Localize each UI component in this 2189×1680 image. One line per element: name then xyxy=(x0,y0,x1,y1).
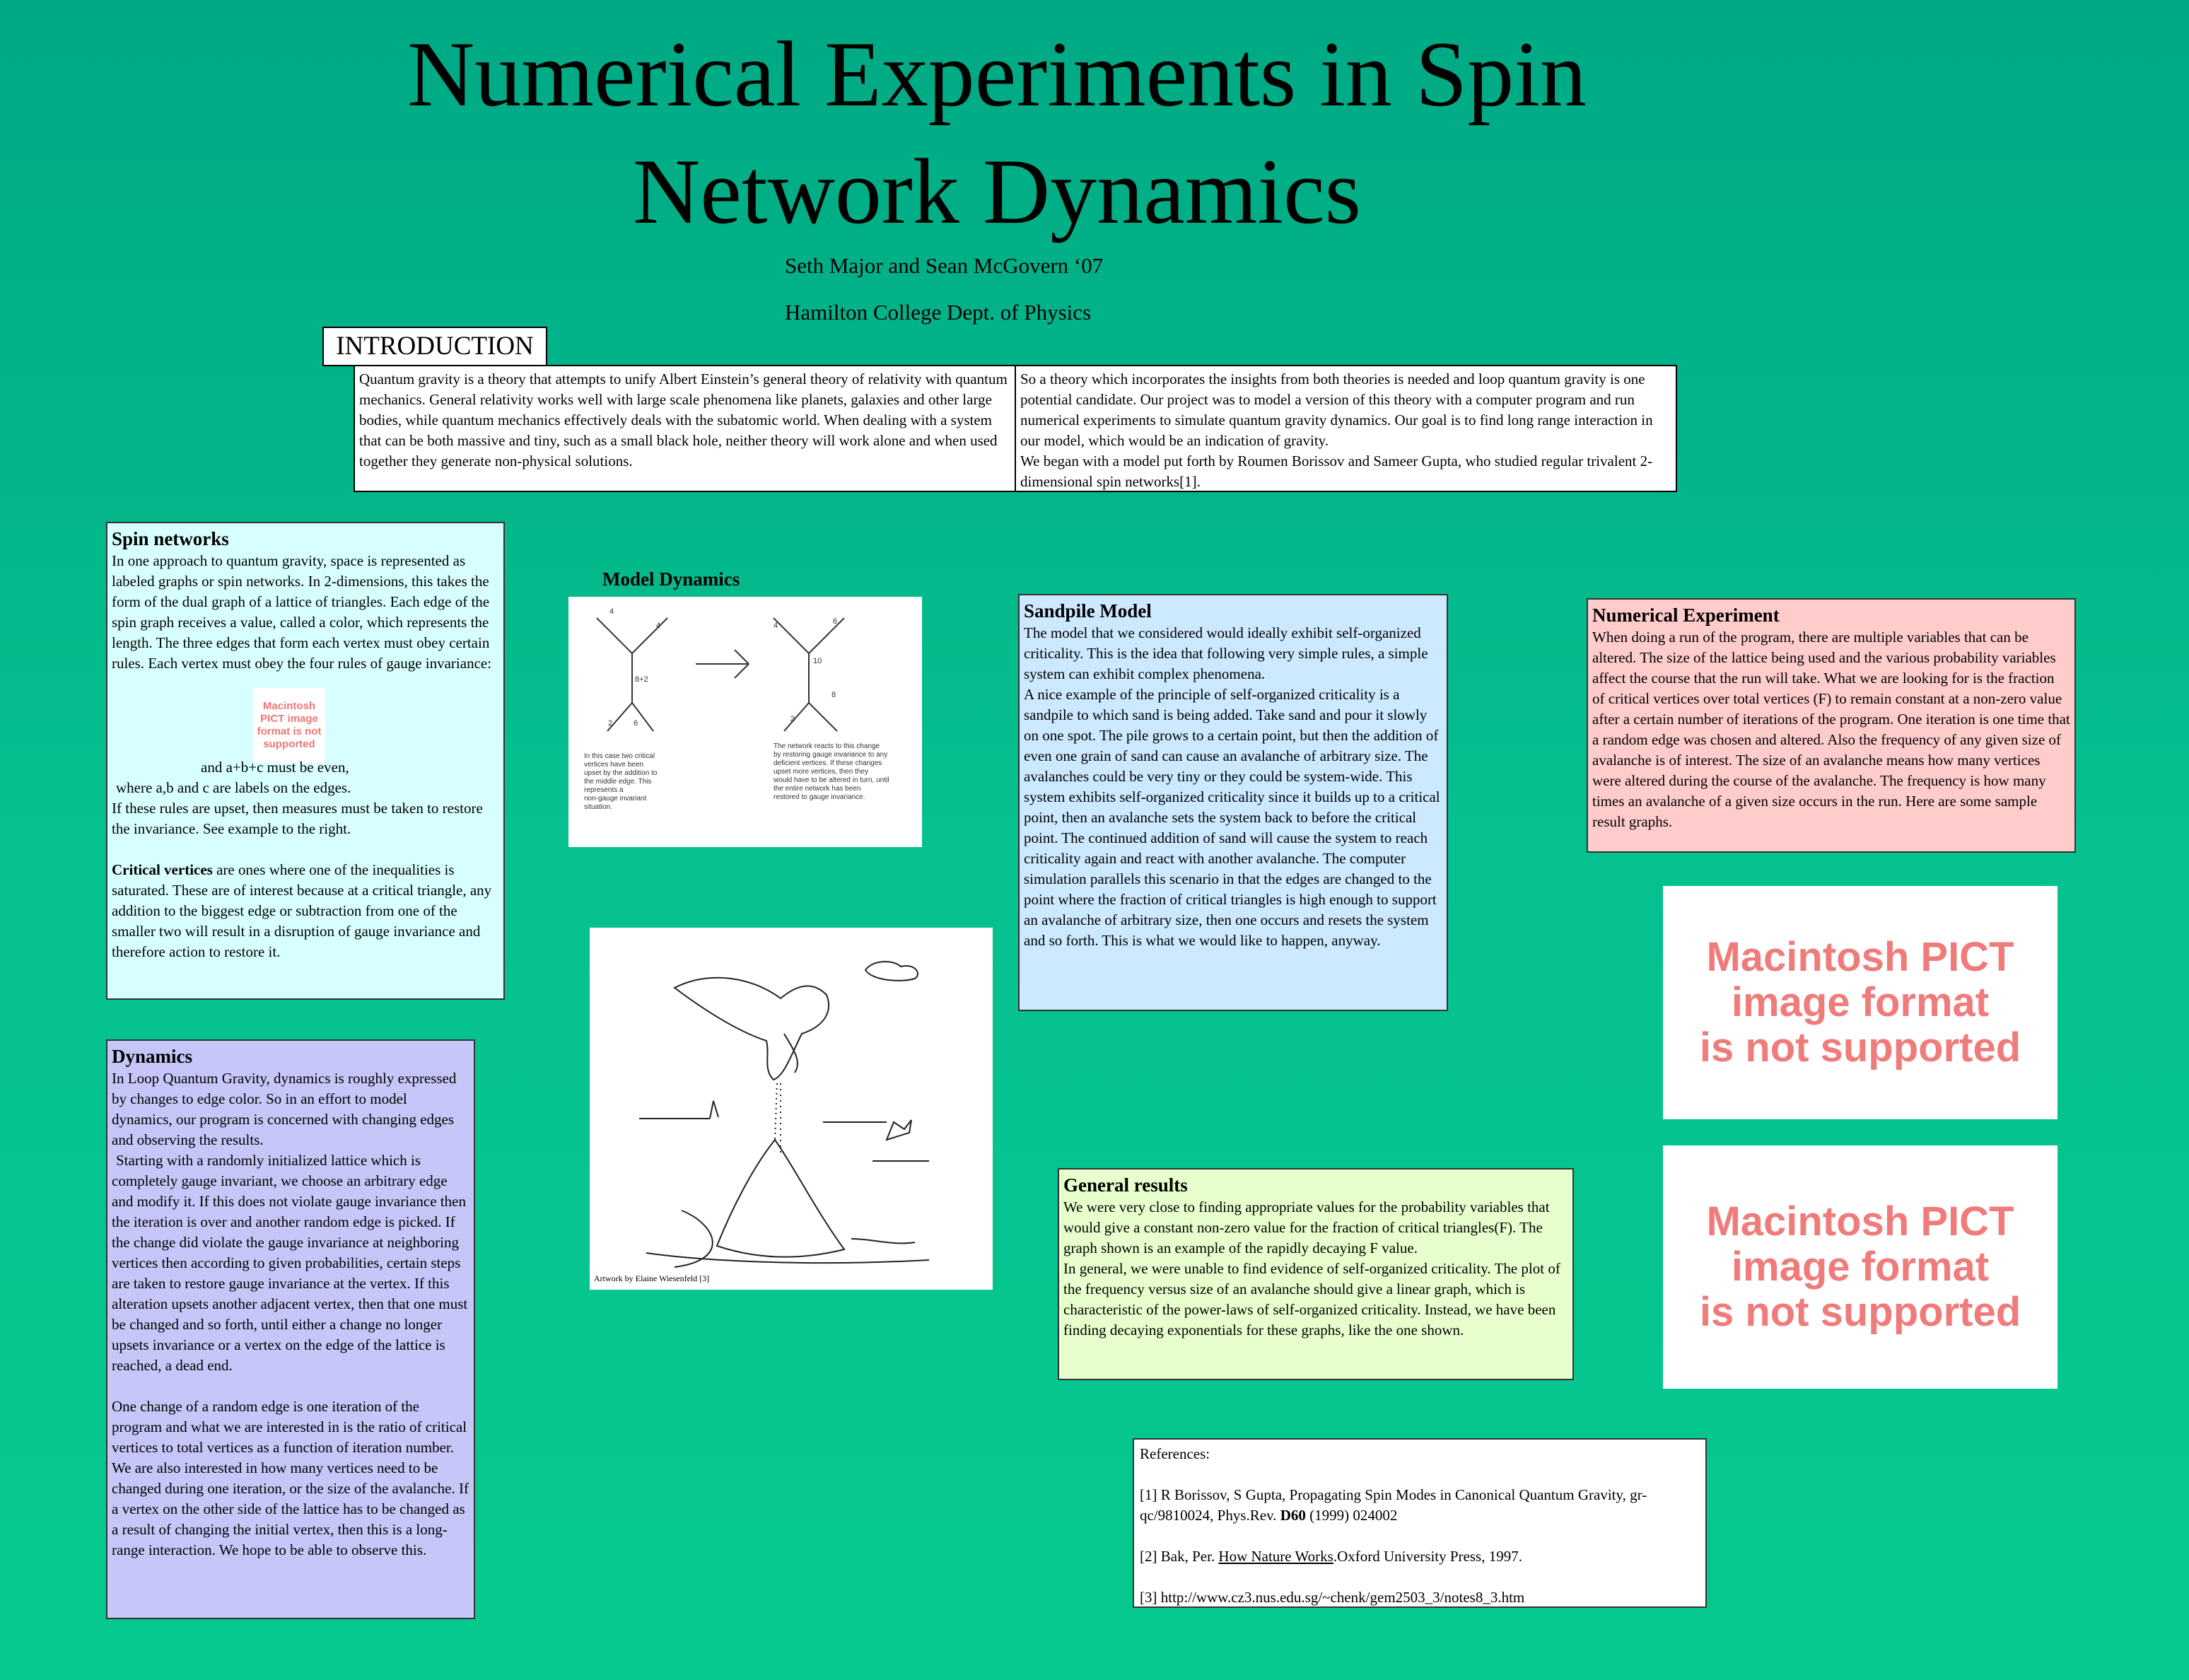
right-caption-3: deficient vertices. If these changes xyxy=(774,759,882,767)
reference-1-b: (1999) 024002 xyxy=(1305,1507,1398,1524)
right-edge-label-4: 8 xyxy=(831,691,836,699)
model-dynamics-diagram: 4 4 8+2 2 6 4 6 10 8 2 In this case two … xyxy=(584,607,889,811)
pict-placeholder-2: Macintosh PICT image format is not suppo… xyxy=(1663,1145,2057,1389)
left-edge-label-3: 8+2 xyxy=(635,675,648,684)
left-edge-label-2: 4 xyxy=(656,622,660,630)
right-caption-5: would have to be altered in turn, until xyxy=(773,776,889,784)
references-panel: References: [1] R Borissov, S Gupta, Pro… xyxy=(1133,1438,1707,1608)
dynamics-panel: Dynamics In Loop Quantum Gravity, dynami… xyxy=(106,1039,475,1619)
pict1-line2: image format xyxy=(1731,979,1990,1025)
references-heading: References: xyxy=(1140,1445,1210,1462)
dynamics-heading: Dynamics xyxy=(112,1046,192,1067)
reference-2-a: [2] Bak, Per. xyxy=(1140,1548,1219,1565)
critical-vertices-term: Critical vertices xyxy=(112,861,213,878)
left-edge-label-1: 4 xyxy=(609,607,614,616)
pict2-line3: is not supported xyxy=(1699,1289,2021,1335)
authors: Seth Major and Sean McGovern ‘07 xyxy=(785,253,1104,278)
right-edge-label-2: 6 xyxy=(833,617,837,626)
left-caption-1: In this case two critical xyxy=(584,752,655,760)
right-caption-6: the entire network has been xyxy=(774,785,860,793)
intro-box: Quantum gravity is a theory that attempt… xyxy=(354,365,1677,492)
reference-1: [1] R Borissov, S Gupta, Propagating Spi… xyxy=(1140,1485,1700,1526)
right-caption-4: upset more vertices, then they xyxy=(774,768,868,776)
left-caption-4: the middle edge. This xyxy=(584,778,651,786)
right-caption-1: The network reacts to this change xyxy=(774,742,880,750)
poster-title: Numerical Experiments in Spin Network Dy… xyxy=(0,16,1994,250)
dynamics-p1: In Loop Quantum Gravity, dynamics is rou… xyxy=(112,1070,457,1148)
dynamics-p3: One change of a random edge is one itera… xyxy=(112,1398,469,1558)
left-caption-2: vertices have been xyxy=(584,761,643,769)
title-line-2: Network Dynamics xyxy=(632,139,1362,243)
general-heading: General results xyxy=(1063,1174,1188,1196)
intro-col-2-p1: So a theory which incorporates the insig… xyxy=(1020,371,1653,449)
left-caption-6: non-gauge invariant xyxy=(584,795,647,803)
spin-p1: In one approach to quantum gravity, spac… xyxy=(112,552,492,672)
sandpile-panel: Sandpile Model The model that we conside… xyxy=(1018,594,1448,1011)
spin-networks-heading: Spin networks xyxy=(112,528,229,549)
left-caption-5: represents a xyxy=(584,786,624,794)
reference-1-a: [1] R Borissov, S Gupta, Propagating Spi… xyxy=(1140,1486,1647,1524)
reference-2-b: .Oxford University Press, 1997. xyxy=(1333,1548,1522,1565)
intro-col-2-p2: We began with a model put forth by Roume… xyxy=(1020,453,1653,490)
numerical-heading: Numerical Experiment xyxy=(1592,605,1780,626)
pict-placeholder-1: Macintosh PICT image format is not suppo… xyxy=(1663,886,2057,1119)
pict1-line3: is not supported xyxy=(1699,1025,2021,1071)
numerical-p1: When doing a run of the program, there a… xyxy=(1592,629,2070,830)
artwork-caption: Artwork by Elaine Wiesenfeld [3] xyxy=(594,1273,709,1283)
right-edge-label-1: 4 xyxy=(774,622,778,630)
sandpile-artwork: Artwork by Elaine Wiesenfeld [3] xyxy=(590,928,993,1290)
sandpile-heading: Sandpile Model xyxy=(1024,600,1152,622)
general-results-panel: General results We were very close to fi… xyxy=(1058,1168,1574,1380)
pict1-line1: Macintosh PICT xyxy=(1706,934,2014,980)
reference-1-volume: D60 xyxy=(1280,1507,1306,1524)
model-dynamics-label: Model Dynamics xyxy=(602,568,740,590)
spin-networks-panel: Spin networks In one approach to quantum… xyxy=(106,522,505,1000)
spin-p3: If these rules are upset, then measures … xyxy=(112,800,483,837)
sandpile-p1: The model that we considered would ideal… xyxy=(1024,624,1428,682)
left-caption-3: upset by the addition to xyxy=(584,769,658,777)
pict-placeholder-small: Macintosh PICT image format is not suppo… xyxy=(253,688,325,763)
intro-col-1: Quantum gravity is a theory that attempt… xyxy=(359,371,1008,469)
pict2-line2: image format xyxy=(1731,1244,1990,1290)
sandpile-drawing: Artwork by Elaine Wiesenfeld [3] xyxy=(594,961,930,1283)
spin-p2: where a,b and c are labels on the edges. xyxy=(116,779,351,796)
left-caption-7: situation. xyxy=(584,803,612,811)
sandpile-p2: A nice example of the principle of self-… xyxy=(1024,686,1440,949)
general-p1: We were very close to finding appropriat… xyxy=(1063,1198,1550,1256)
left-edge-label-5: 6 xyxy=(634,719,638,728)
intro-label: INTRODUCTION xyxy=(322,327,547,366)
right-caption-2: by restoring gauge invariance to any xyxy=(774,751,887,759)
reference-3[interactable]: [3] http://www.cz3.nus.edu.sg/~chenk/gem… xyxy=(1140,1589,1525,1606)
spin-rule-line: and a+b+c must be even, xyxy=(201,759,349,776)
dynamics-p2: Starting with a randomly initialized lat… xyxy=(112,1152,468,1374)
right-edge-label-5: 2 xyxy=(790,715,795,723)
general-p2: In general, we were unable to find evide… xyxy=(1063,1260,1560,1338)
right-edge-label-3: 10 xyxy=(813,657,822,665)
model-dynamics-figure: 4 4 8+2 2 6 4 6 10 8 2 In this case two … xyxy=(568,597,922,847)
numerical-experiment-panel: Numerical Experiment When doing a run of… xyxy=(1587,598,2076,853)
spin-critical: Critical vertices are ones where one of … xyxy=(112,860,499,962)
title-line-1: Numerical Experiments in Spin xyxy=(407,22,1587,126)
reference-2-title: How Nature Works xyxy=(1218,1548,1333,1565)
affiliation: Hamilton College Dept. of Physics xyxy=(785,300,1092,325)
pict2-line1: Macintosh PICT xyxy=(1706,1198,2014,1244)
critical-vertices-text: are ones where one of the inequalities i… xyxy=(112,861,492,960)
reference-2: [2] Bak, Per. How Nature Works.Oxford Un… xyxy=(1140,1546,1700,1567)
right-caption-7: restored to gauge invariance. xyxy=(774,793,865,801)
left-edge-label-4: 2 xyxy=(608,719,612,728)
intro-col-2: So a theory which incorporates the insig… xyxy=(1015,366,1676,491)
